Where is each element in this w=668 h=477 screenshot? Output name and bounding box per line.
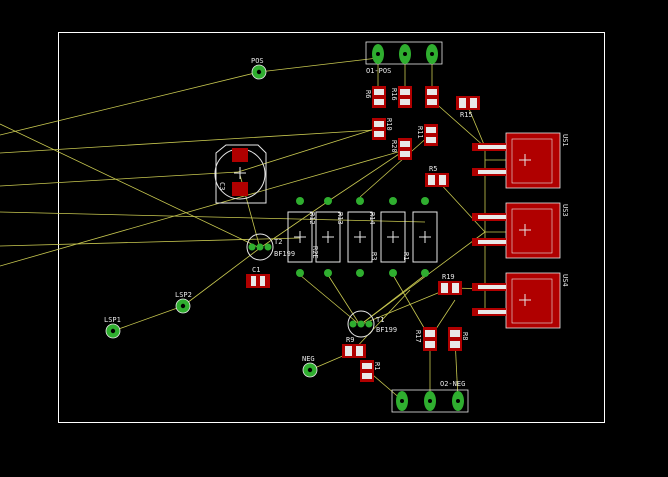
resistor-r10[interactable]: R10 [372, 118, 393, 140]
pad-neg[interactable]: NEG [302, 355, 318, 378]
label-neg: NEG [302, 355, 315, 363]
label-r10: R10 [385, 118, 393, 131]
label-o1-pos: O1-POS [366, 67, 391, 75]
resistor-r16[interactable]: R16 [390, 86, 412, 108]
label-t2: T2 [274, 238, 282, 246]
pad-lsp1[interactable]: LSP1 [104, 316, 121, 339]
label-r9: R9 [346, 336, 354, 344]
label-r11: R11 [416, 126, 424, 139]
label-r20: R20 [390, 140, 398, 153]
label-t1: T1 [376, 316, 384, 324]
label-r15: R15 [460, 111, 473, 119]
label-r1-smd: R1 [373, 362, 381, 370]
label-c1: C1 [252, 266, 260, 274]
label-pos: POS [251, 57, 264, 65]
label-o2-neg: O2-NEG [440, 380, 465, 388]
label-lsp1: LSP1 [104, 316, 121, 324]
resistor-r5[interactable]: R5 [425, 165, 449, 187]
pad-lsp2[interactable]: LSP2 [175, 291, 192, 314]
label-t2-value: BF199 [274, 250, 295, 258]
regulator-us1[interactable]: US1 [472, 132, 569, 189]
board-outline [58, 32, 605, 423]
transistor-t1[interactable]: T1 BF199 [347, 310, 397, 338]
resistor-r2e[interactable]: R2E [287, 197, 319, 277]
capacitor-c1[interactable]: C1 [246, 266, 270, 288]
label-us3: US3 [561, 204, 569, 217]
label-r1: R1 [402, 252, 410, 260]
resistor-r5-top[interactable] [425, 86, 439, 108]
resistor-r14[interactable]: R14 R3 [368, 197, 406, 277]
label-t1-value: BF199 [376, 326, 397, 334]
resistor-r11[interactable]: R11 [416, 124, 438, 146]
transistor-t2[interactable]: T2 BF199 [246, 233, 295, 261]
resistor-r6[interactable]: R6 [364, 86, 386, 108]
resistor-r9[interactable]: R9 [342, 336, 366, 358]
connector-o1-pos[interactable]: O1-POS [365, 41, 443, 75]
label-r17: R17 [414, 330, 422, 343]
label-r19: R19 [442, 273, 455, 281]
airwires [0, 57, 541, 401]
resistor-r19[interactable]: R19 [438, 273, 462, 295]
label-r12: R12 [308, 212, 316, 225]
label-r3: R3 [370, 252, 378, 260]
resistor-r1-smd[interactable]: R1 [360, 360, 381, 382]
resistor-r17[interactable]: R17 [414, 327, 437, 351]
regulator-us4[interactable]: US4 [472, 272, 569, 329]
label-r8: R8 [461, 332, 469, 340]
label-r13: R13 [336, 212, 344, 225]
label-r14: R14 [368, 212, 376, 225]
resistor-r8[interactable]: R8 [448, 327, 469, 351]
label-r5: R5 [429, 165, 437, 173]
connector-o2-neg[interactable]: O2-NEG [391, 380, 469, 413]
resistor-r15[interactable]: R15 [456, 96, 480, 119]
regulator-us3[interactable]: US3 [472, 202, 569, 259]
label-r6: R6 [364, 90, 372, 98]
resistor-r20[interactable]: R20 [390, 138, 412, 160]
capacitor-c3[interactable]: C3 [214, 144, 267, 204]
resistor-r13[interactable]: R13 [336, 197, 373, 277]
label-c3: C3 [218, 182, 226, 190]
label-lsp2: LSP2 [175, 291, 192, 299]
label-r2e: R2E [311, 246, 319, 259]
label-us1: US1 [561, 134, 569, 147]
label-us4: US4 [561, 274, 569, 287]
pad-pos[interactable]: POS [251, 57, 267, 80]
resistor-r1[interactable]: R1 [402, 197, 438, 277]
label-r16: R16 [390, 88, 398, 101]
resistor-r12[interactable]: R12 [308, 197, 341, 277]
